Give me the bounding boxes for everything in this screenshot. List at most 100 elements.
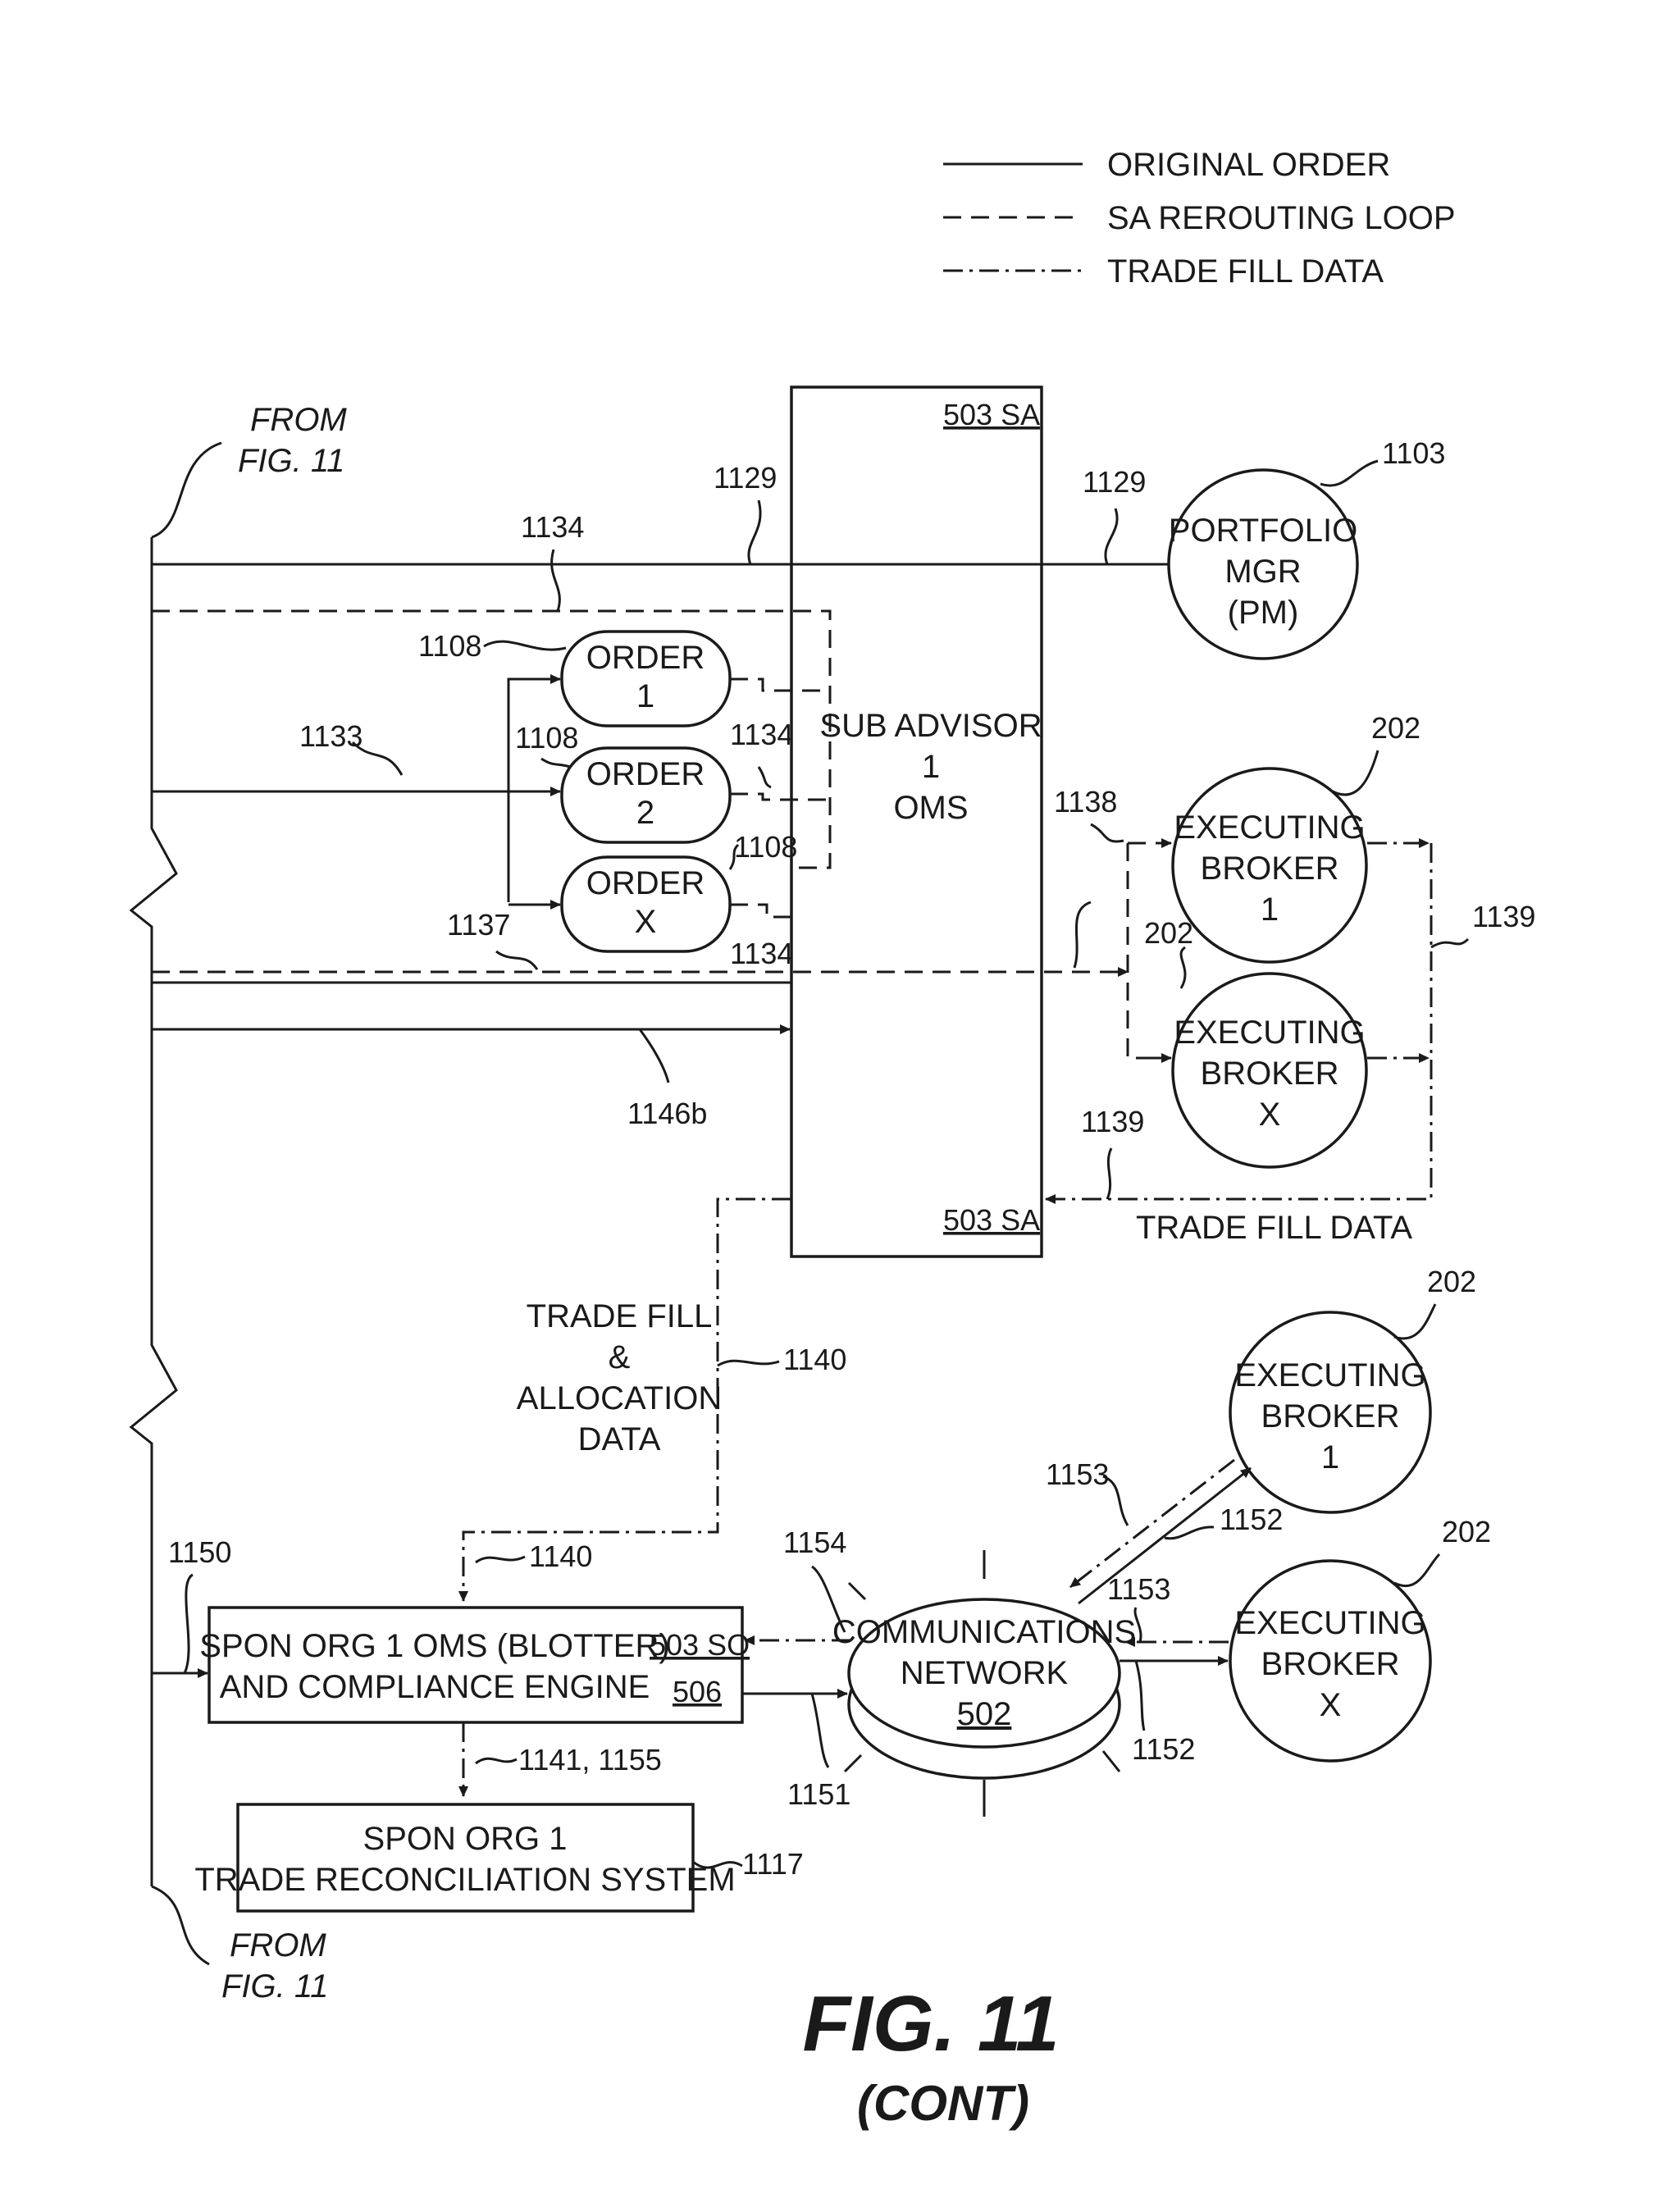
ref-1117: 1117 (742, 1847, 804, 1881)
portfolio-mgr-line3: (PM) (1228, 595, 1299, 631)
leader-1146b (640, 1029, 668, 1083)
portfolio-manager: PORTFOLIO MGR (PM) 1103 (1169, 436, 1446, 659)
broker-x-upper-line1: EXECUTING (1174, 1015, 1365, 1051)
ref-1152b: 1152 (1132, 1732, 1195, 1766)
legend-sa-rerouting: SA REROUTING LOOP (1107, 200, 1456, 236)
legend-original-order: ORIGINAL ORDER (1107, 147, 1390, 183)
leader-1140a (718, 1361, 779, 1366)
tick-sw (845, 1755, 861, 1772)
broker-x-lower-line2: BROKER (1261, 1646, 1400, 1682)
ref-1133: 1133 (299, 719, 363, 753)
network-ref: 502 (957, 1696, 1012, 1732)
ref-1134c: 1134 (730, 937, 793, 970)
spon-oms-line1: SPON ORG 1 OMS (BLOTTER) (199, 1628, 669, 1664)
broker-1-upper-line1: EXECUTING (1174, 810, 1365, 846)
sub-advisor-oms: 503 SA 503 SA SUB ADVISOR 1 OMS (791, 387, 1042, 1257)
from-fig-bottom-1: FROM (230, 1927, 326, 1963)
from-fig-top-2: FIG. 11 (238, 443, 344, 479)
figure-subtitle: (CONT) (857, 2076, 1029, 2131)
tfa-line3: ALLOCATION (517, 1380, 722, 1416)
ref-202d: 202 (1442, 1515, 1491, 1548)
leader-1140b (476, 1557, 525, 1562)
ref-1134b: 1134 (730, 718, 793, 751)
leader-1150 (185, 1575, 193, 1673)
ref-1139b: 1139 (1081, 1105, 1144, 1138)
broker-1-upper-line2: BROKER (1201, 851, 1339, 887)
recon-line1: SPON ORG 1 (363, 1821, 568, 1857)
rerouting-loop-top (152, 611, 830, 868)
leader-1108b (541, 759, 570, 767)
spon-oms-box (209, 1608, 742, 1722)
ref-1141: 1141, 1155 (518, 1743, 662, 1776)
ref-1138: 1138 (1054, 785, 1117, 819)
leader-202a (1333, 750, 1378, 795)
sub-advisor-tag-top: 503 SA (943, 398, 1040, 431)
from-leader-bottom (152, 1886, 209, 1964)
sub-advisor-line2: 1 (922, 749, 940, 785)
ref-1108b: 1108 (515, 721, 578, 755)
broker-1-lower-line2: BROKER (1261, 1398, 1400, 1434)
ref-1151: 1151 (787, 1777, 850, 1811)
tick-nw (849, 1583, 865, 1599)
spon-oms-ref: 506 (673, 1675, 722, 1708)
ref-1150: 1150 (168, 1535, 231, 1569)
ref-1154: 1154 (783, 1526, 846, 1559)
ref-1103: 1103 (1382, 436, 1445, 470)
leader-1129a (749, 500, 760, 564)
broker-x-lower-line3: X (1320, 1687, 1342, 1723)
broker-1-lower-line1: EXECUTING (1234, 1357, 1425, 1393)
leader-1139b (1107, 1148, 1111, 1199)
ref-1140b: 1140 (529, 1539, 592, 1573)
broker-x-upper-line2: BROKER (1201, 1056, 1339, 1092)
ref-1146b: 1146b (627, 1097, 707, 1130)
order-2-line2: 2 (636, 795, 654, 831)
sub-advisor-line3: OMS (893, 790, 968, 826)
ref-1152a: 1152 (1220, 1503, 1283, 1536)
spon-oms: SPON ORG 1 OMS (BLOTTER) AND COMPLIANCE … (199, 1608, 750, 1722)
trade-fill-data-label: TRADE FILL DATA (1136, 1210, 1412, 1246)
leader-1138 (1091, 824, 1124, 841)
brokers-upper: EXECUTING BROKER 1 202 EXECUTING BROKER … (1144, 711, 1420, 1167)
leader-202b (1181, 947, 1185, 988)
ref-1153a: 1153 (1046, 1457, 1109, 1491)
bus-line (131, 537, 176, 1886)
from-fig-top-1: FROM (250, 402, 347, 438)
orders: ORDER 1 ORDER 2 ORDER X (562, 632, 730, 951)
leader-1129b (1106, 509, 1117, 564)
broker-1-upper-line3: 1 (1261, 892, 1279, 928)
tfa-line4: DATA (578, 1421, 661, 1457)
leader-1152b (1136, 1661, 1144, 1731)
leader-1141 (476, 1758, 517, 1763)
leader-1103 (1320, 461, 1378, 486)
leader-1108a (484, 641, 566, 650)
ref-1108a: 1108 (418, 629, 481, 663)
leader-1137 (496, 951, 537, 969)
ref-202a: 202 (1371, 711, 1420, 745)
broker-1-lower-line3: 1 (1321, 1439, 1339, 1475)
order-2-line1: ORDER (586, 756, 705, 792)
from-leader-top (152, 443, 221, 537)
ref-1153b: 1153 (1107, 1572, 1170, 1606)
sub-advisor-tag-bottom: 503 SA (943, 1203, 1040, 1237)
legend-trade-fill: TRADE FILL DATA (1107, 253, 1384, 290)
order-1-line2: 1 (636, 678, 654, 714)
communications-network: COMMUNICATIONS NETWORK 502 (832, 1550, 1136, 1817)
ref-1134a: 1134 (521, 510, 584, 544)
leader-1134a (552, 550, 560, 611)
leader-1151 (812, 1694, 828, 1767)
branch-1138 (1128, 843, 1171, 1058)
tfa-line1: TRADE FILL (527, 1298, 713, 1334)
leader-1134b (759, 767, 771, 787)
tfa-line2: & (609, 1339, 631, 1375)
order-x-line1: ORDER (586, 865, 705, 901)
from-fig-bottom-2: FIG. 11 (221, 1968, 328, 2004)
order-x-return (730, 905, 791, 917)
portfolio-mgr-line2: MGR (1224, 554, 1301, 590)
ref-1137: 1137 (447, 908, 510, 942)
left-bus: FROM FIG. 11 FROM FIG. 11 (131, 402, 347, 2004)
network-line1: COMMUNICATIONS (832, 1614, 1136, 1650)
sub-advisor-line1: SUB ADVISOR (819, 708, 1042, 744)
spon-oms-line2: AND COMPLIANCE ENGINE (220, 1669, 650, 1705)
leader-1154 (812, 1567, 845, 1632)
